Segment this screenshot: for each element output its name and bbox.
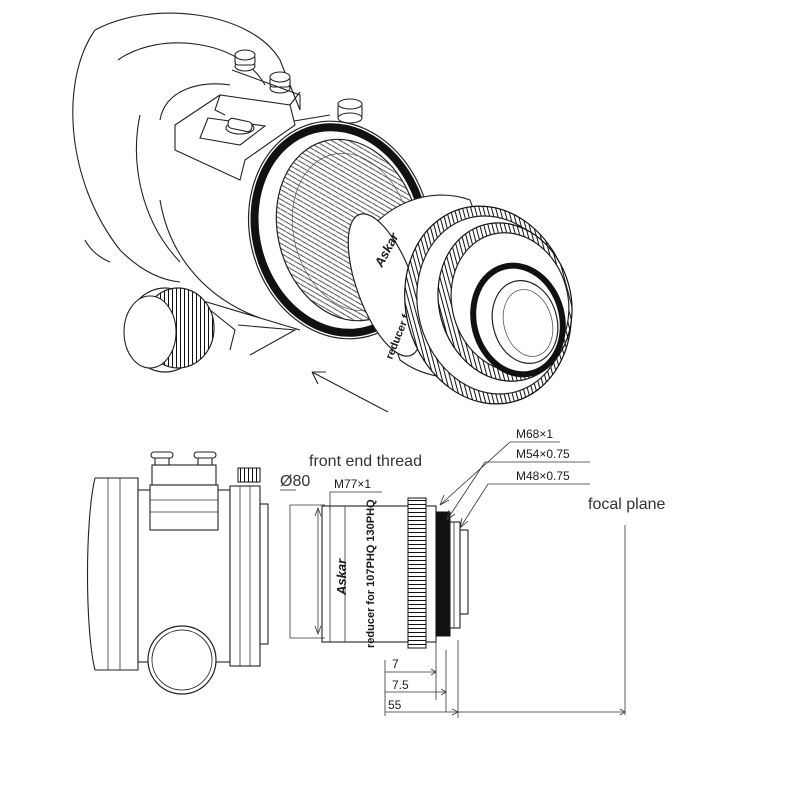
clamp-screw-icon — [234, 49, 256, 72]
lock-knob-icon — [337, 98, 363, 124]
clamp-screw-icon — [269, 71, 291, 94]
side-clamp — [149, 451, 219, 531]
m68-thread-label: M68×1 — [516, 427, 553, 441]
side-lock-knob-icon — [237, 467, 261, 483]
diameter-dimension — [280, 489, 325, 639]
focus-knob-icon — [123, 287, 297, 373]
mounting-clamp — [174, 49, 301, 181]
thread-leaders — [439, 441, 590, 529]
dimension-7-label: 7 — [392, 657, 399, 671]
reducer-body: Askar reducer for 107PHQ 130PHQ — [347, 194, 573, 405]
m77-thread-label: M77×1 — [334, 477, 371, 491]
side-reducer: Askar reducer for 107PHQ 130PHQ — [289, 497, 469, 649]
telescope-side-view: Askar reducer for 107PHQ 130PHQ — [86, 441, 626, 718]
side-focus-knob-icon — [147, 625, 217, 695]
dimension-7-5-label: 7.5 — [392, 678, 409, 692]
m48-thread-label: M48×0.75 — [516, 469, 570, 483]
focal-plane-label: focal plane — [588, 496, 665, 513]
m54-thread-label: M54×0.75 — [516, 447, 570, 461]
telescope-isometric-view: Askar reducer for 107PHQ 130PHQ — [72, 12, 573, 413]
spacing-dimensions — [384, 640, 626, 718]
diameter-label: Ø80 — [280, 473, 310, 490]
dimension-55-label: 55 — [388, 698, 402, 712]
side-engraving-label: reducer for 107PHQ 130PHQ — [365, 499, 377, 648]
front-thread-label: front end thread — [309, 453, 422, 470]
direction-arrow-icon — [311, 371, 389, 413]
side-brand-label: Askar — [334, 558, 349, 596]
